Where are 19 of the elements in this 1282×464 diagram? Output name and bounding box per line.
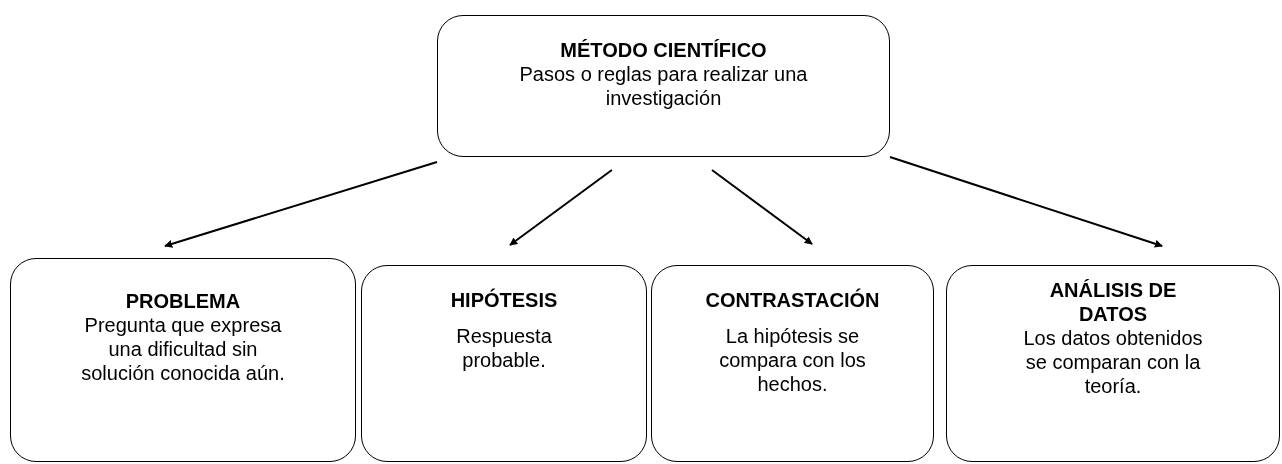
box-description: La hipótesis se compara con los hechos. (718, 324, 867, 396)
box-description: Respuesta probable. (455, 324, 553, 372)
concept-box (946, 265, 1280, 462)
arrow (164, 161, 438, 248)
box-heading: MÉTODO CIENTÍFICO (560, 38, 767, 62)
box-description: Los datos obtenidos se comparan con la teoría. (1022, 326, 1204, 398)
concept-box (10, 258, 356, 462)
box-heading: CONTRASTACIÓN (705, 288, 880, 312)
box-description: Pregunta que expresa una dificultad sin solución conocida aún. (80, 313, 286, 385)
arrow (710, 169, 814, 245)
box-description: Pasos o reglas para realizar una investigación (518, 62, 809, 110)
concept-box (361, 265, 647, 462)
arrow (889, 156, 1164, 248)
concept-box (437, 15, 890, 157)
arrow (509, 169, 613, 246)
box-heading: HIPÓTESIS (450, 288, 558, 312)
box-heading: ANÁLISIS DE DATOS (1048, 278, 1178, 326)
box-heading: PROBLEMA (125, 289, 241, 313)
concept-box (651, 265, 934, 462)
